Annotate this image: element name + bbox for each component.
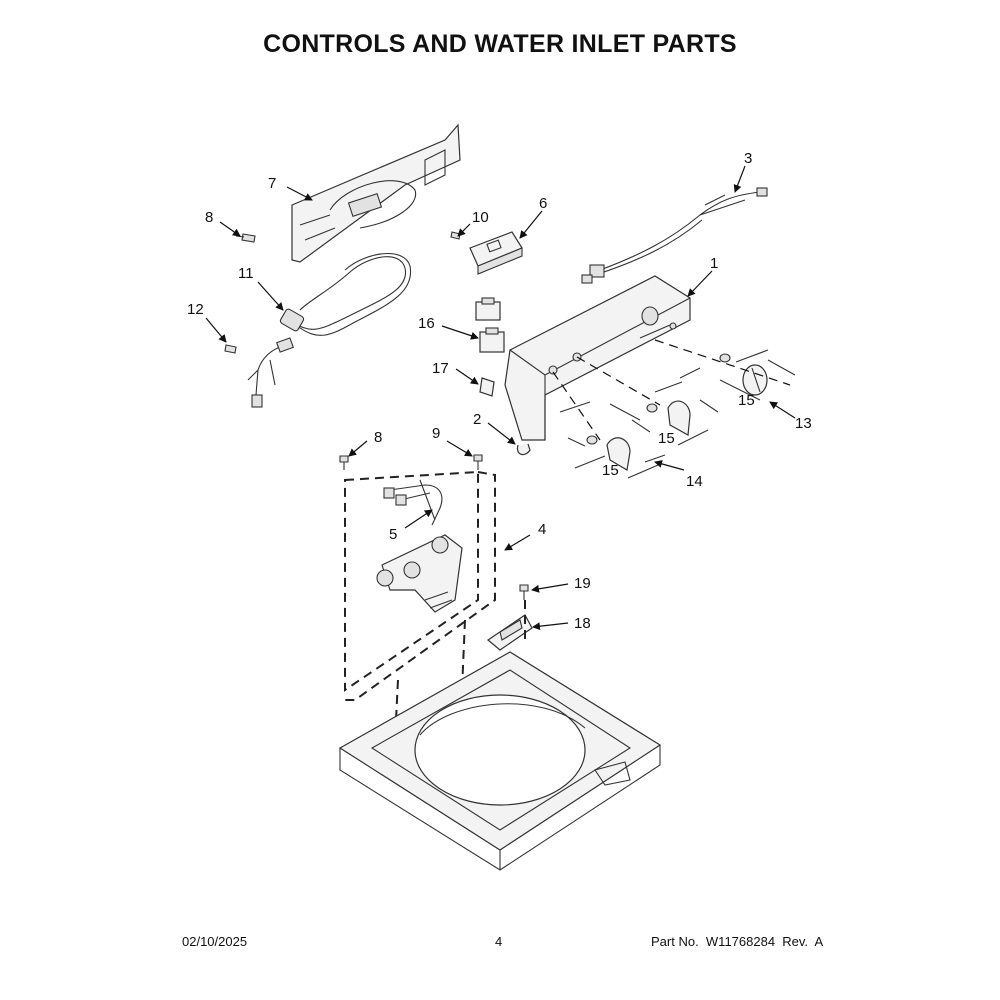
screw-12 <box>224 344 237 354</box>
callout-15-right: 15 <box>738 392 755 409</box>
callout-8-top: 8 <box>205 209 213 226</box>
knob-14-upper <box>667 400 691 436</box>
callout-5: 5 <box>389 526 397 543</box>
clip-17 <box>479 377 495 397</box>
knob-14-lower <box>606 437 631 471</box>
callout-3: 3 <box>744 150 752 167</box>
callout-16: 16 <box>418 315 435 332</box>
page-title: CONTROLS AND WATER INLET PARTS <box>263 30 737 58</box>
lid-switch-part <box>487 614 533 651</box>
screw-9 <box>473 454 483 470</box>
console-part <box>504 275 691 441</box>
wire-harness-right-part <box>581 187 768 284</box>
water-valve-part <box>376 534 463 613</box>
callout-1: 1 <box>710 255 718 272</box>
knob-seal-15b <box>646 403 658 413</box>
control-board-part <box>469 231 523 275</box>
callout-8-lower: 8 <box>374 429 382 446</box>
callout-13: 13 <box>795 415 812 432</box>
callout-7: 7 <box>268 175 276 192</box>
callout-18: 18 <box>574 615 591 632</box>
callout-4: 4 <box>538 521 546 538</box>
screw-8-lower <box>339 455 349 470</box>
callout-15-left: 15 <box>602 462 619 479</box>
knob-seal-15a <box>719 353 731 363</box>
screw-19 <box>519 584 529 600</box>
callout-6: 6 <box>539 195 547 212</box>
callout-10: 10 <box>472 209 489 226</box>
callout-9: 9 <box>432 425 440 442</box>
footer-page-number: 4 <box>495 934 503 949</box>
knob-bracket-lines <box>552 339 796 479</box>
callout-11: 11 <box>238 265 254 282</box>
inlet-assembly-boundary <box>344 470 496 701</box>
switch-part-lower <box>479 327 505 353</box>
knob-seal-15c <box>586 435 598 445</box>
callout-19: 19 <box>574 575 591 592</box>
power-cord-part <box>279 253 412 336</box>
cabinet-top-frame <box>338 651 662 871</box>
leader-arrows <box>205 165 796 631</box>
valve-wiring-part <box>383 479 443 526</box>
wire-harness-left-part <box>247 337 294 408</box>
callout-15-middle: 15 <box>658 430 675 447</box>
knob-13 <box>742 364 768 396</box>
footer-part-number: Part No. W11768284 Rev. A <box>651 934 824 949</box>
callout-17: 17 <box>432 360 449 377</box>
switch-part-upper <box>475 297 501 321</box>
footer-date: 02/10/2025 <box>182 934 248 949</box>
callout-12: 12 <box>187 301 204 318</box>
callout-2: 2 <box>473 411 481 428</box>
callout-14: 14 <box>686 473 703 490</box>
clip-2 <box>516 443 531 456</box>
rear-panel-part <box>291 123 461 263</box>
